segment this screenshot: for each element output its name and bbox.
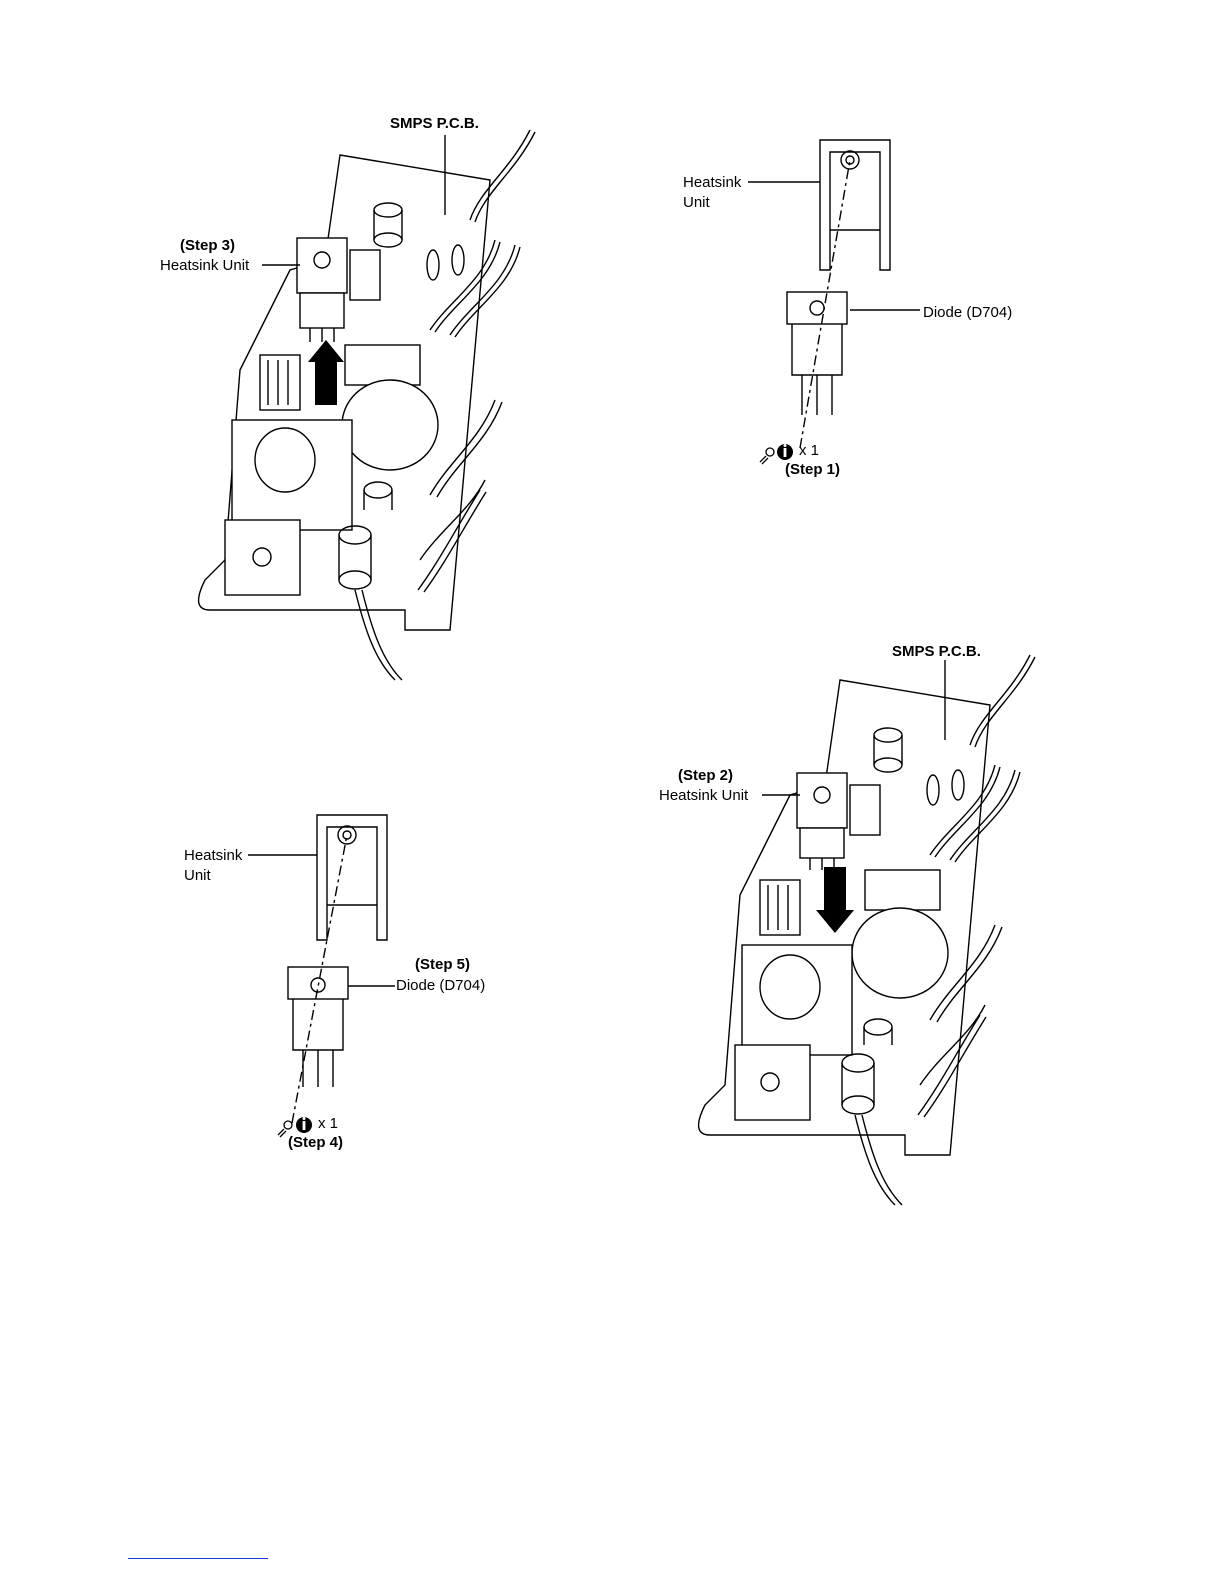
screw-icon [760,448,774,464]
step-label: (Step 3) [180,236,235,255]
diode-label: Diode (D704) [923,303,1012,322]
diode-label: Diode (D704) [396,976,485,995]
heatsink-label-line1: Heatsink [683,173,741,192]
info-badge-icon [777,444,793,460]
panel-step2-pcb: SMPS P.C.B. (Step 2) Heatsink Unit [650,635,1050,1225]
pcb-label: SMPS P.C.B. [892,642,981,661]
heatsink-label-line2: Unit [683,193,710,212]
step4-label: (Step 4) [288,1133,343,1152]
screw-count: x 1 [799,441,819,460]
heatsink-unit-label: Heatsink Unit [659,786,748,805]
info-badge-icon [296,1117,312,1133]
panel-step1-exploded: Heatsink Unit Diode (D704) x 1 (Step 1) [680,130,1060,490]
pcb-drawing [650,635,1050,1225]
footer-link-underline [128,1558,268,1559]
panel-step3-pcb: SMPS P.C.B. (Step 3) Heatsink Unit [150,110,550,700]
heatsink-unit-label: Heatsink Unit [160,256,249,275]
pcb-label: SMPS P.C.B. [390,114,479,133]
screw-count: x 1 [318,1114,338,1133]
step-label: (Step 2) [678,766,733,785]
step5-label: (Step 5) [415,955,470,974]
step-label: (Step 1) [785,460,840,479]
pcb-drawing [150,110,550,700]
panel-step45-exploded: Heatsink Unit (Step 5) Diode (D704) x 1 … [180,805,540,1165]
heatsink-label-line2: Unit [184,866,211,885]
heatsink-label-line1: Heatsink [184,846,242,865]
